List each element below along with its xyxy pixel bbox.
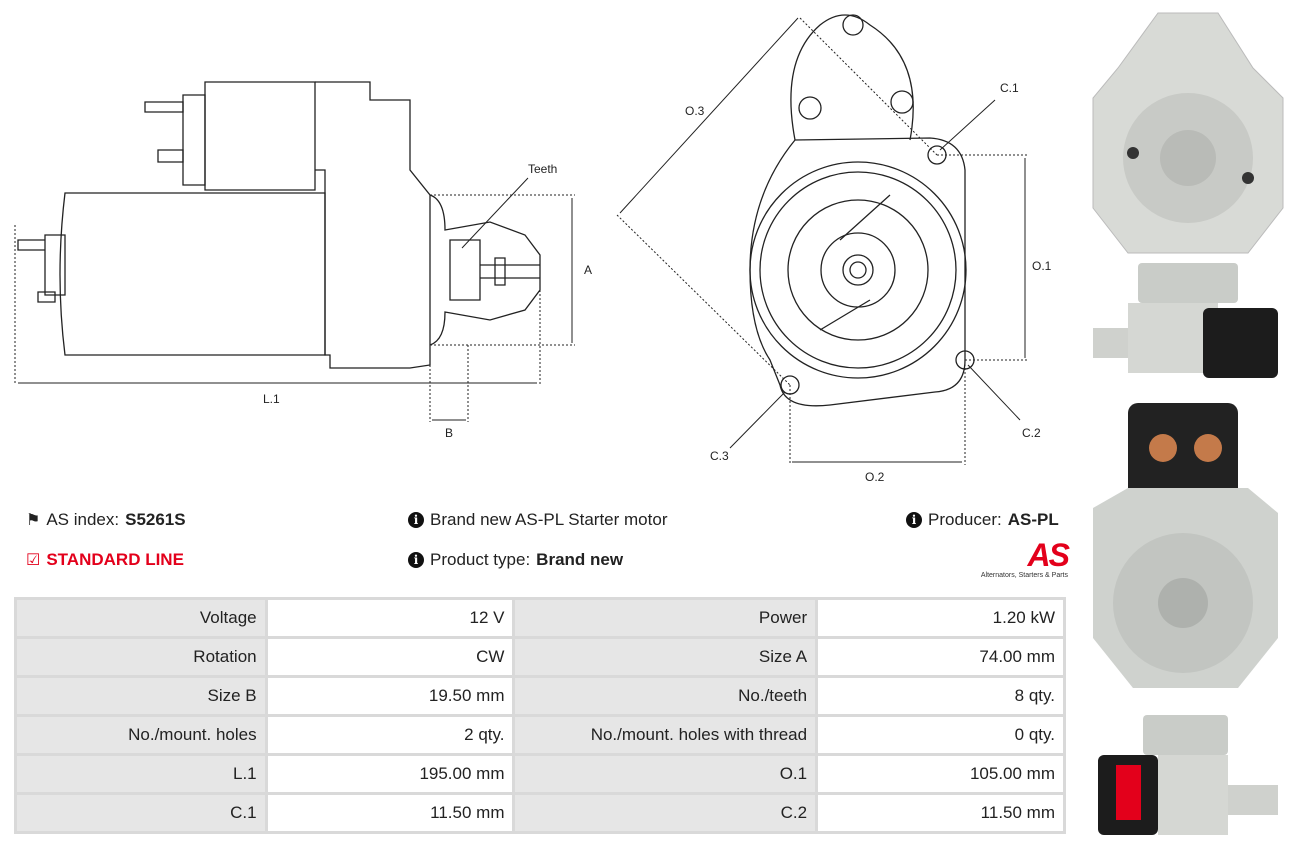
dim-c1-label: C.1 <box>1000 81 1019 95</box>
spec-label: Size A <box>512 636 819 678</box>
product-photo-front[interactable] <box>1088 8 1284 256</box>
spec-value: 105.00 mm <box>815 753 1066 795</box>
teeth-label: Teeth <box>528 162 557 176</box>
product-type-label: Product type: <box>430 550 531 569</box>
product-type-value: Brand new <box>536 550 624 569</box>
spec-label: Power <box>512 597 819 639</box>
info-icon: i <box>408 512 424 528</box>
spec-label: Size B <box>14 675 268 717</box>
dim-o3-label: O.3 <box>685 104 705 118</box>
spec-value: 19.50 mm <box>264 675 516 717</box>
spec-value: 195.00 mm <box>264 753 516 795</box>
spec-value: 2 qty. <box>264 714 516 756</box>
as-pl-logo: AS Alternators, Starters & Parts <box>960 537 1070 579</box>
logo-tagline: Alternators, Starters & Parts <box>980 572 1068 579</box>
spec-value: 11.50 mm <box>264 792 516 834</box>
as-index-value: S5261S <box>125 510 186 529</box>
product-photo-rear[interactable] <box>1088 398 1284 698</box>
dim-c2-label: C.2 <box>1022 426 1041 440</box>
info-icon: i <box>906 512 922 528</box>
spec-value: 0 qty. <box>815 714 1066 756</box>
spec-label: Rotation <box>14 636 268 678</box>
description: i Brand new AS-PL Starter motor <box>408 510 667 530</box>
producer-value: AS-PL <box>1007 510 1059 529</box>
producer-label: Producer: <box>928 510 1002 529</box>
tags-icon: ⚑ <box>26 512 41 529</box>
spec-value: 12 V <box>264 597 516 639</box>
dim-l1-label: L.1 <box>263 392 280 406</box>
spec-label: No./mount. holes with thread <box>512 714 819 756</box>
dim-o1-label: O.1 <box>1032 259 1052 273</box>
dim-c3-label: C.3 <box>710 449 729 463</box>
product-photo-label-side[interactable] <box>1088 710 1284 840</box>
dim-o2-label: O.2 <box>865 470 885 484</box>
product-type: i Product type: Brand new <box>408 550 623 570</box>
side-view-diagram: Teeth A L.1 B <box>14 81 592 440</box>
product-line-label: STANDARD LINE <box>46 550 184 569</box>
as-index-label: AS index: <box>46 510 120 529</box>
spec-label: C.1 <box>14 792 268 834</box>
spec-value: 74.00 mm <box>815 636 1066 678</box>
description-text: Brand new AS-PL Starter motor <box>430 510 668 529</box>
product-line: ☑ STANDARD LINE <box>26 550 184 570</box>
as-index: ⚑ AS index: S5261S <box>26 510 186 530</box>
spec-label: O.1 <box>512 753 819 795</box>
dim-b-label: B <box>445 426 453 440</box>
spec-value: 11.50 mm <box>815 792 1066 834</box>
producer: i Producer: AS-PL <box>906 510 1059 530</box>
spec-value: CW <box>264 636 516 678</box>
spec-label: L.1 <box>14 753 268 795</box>
logo-text: AS <box>1027 537 1070 573</box>
info-icon: i <box>408 552 424 568</box>
front-view-diagram: O.3 C.1 O.1 C.2 C.3 O.2 <box>616 14 1052 484</box>
spec-label: Voltage <box>14 597 268 639</box>
spec-label: No./teeth <box>512 675 819 717</box>
spec-value: 1.20 kW <box>815 597 1066 639</box>
spec-value: 8 qty. <box>815 675 1066 717</box>
spec-label: C.2 <box>512 792 819 834</box>
product-photo-side[interactable] <box>1088 258 1284 386</box>
dim-a-label: A <box>584 263 592 277</box>
checkbox-icon: ☑ <box>26 552 41 569</box>
spec-label: No./mount. holes <box>14 714 268 756</box>
